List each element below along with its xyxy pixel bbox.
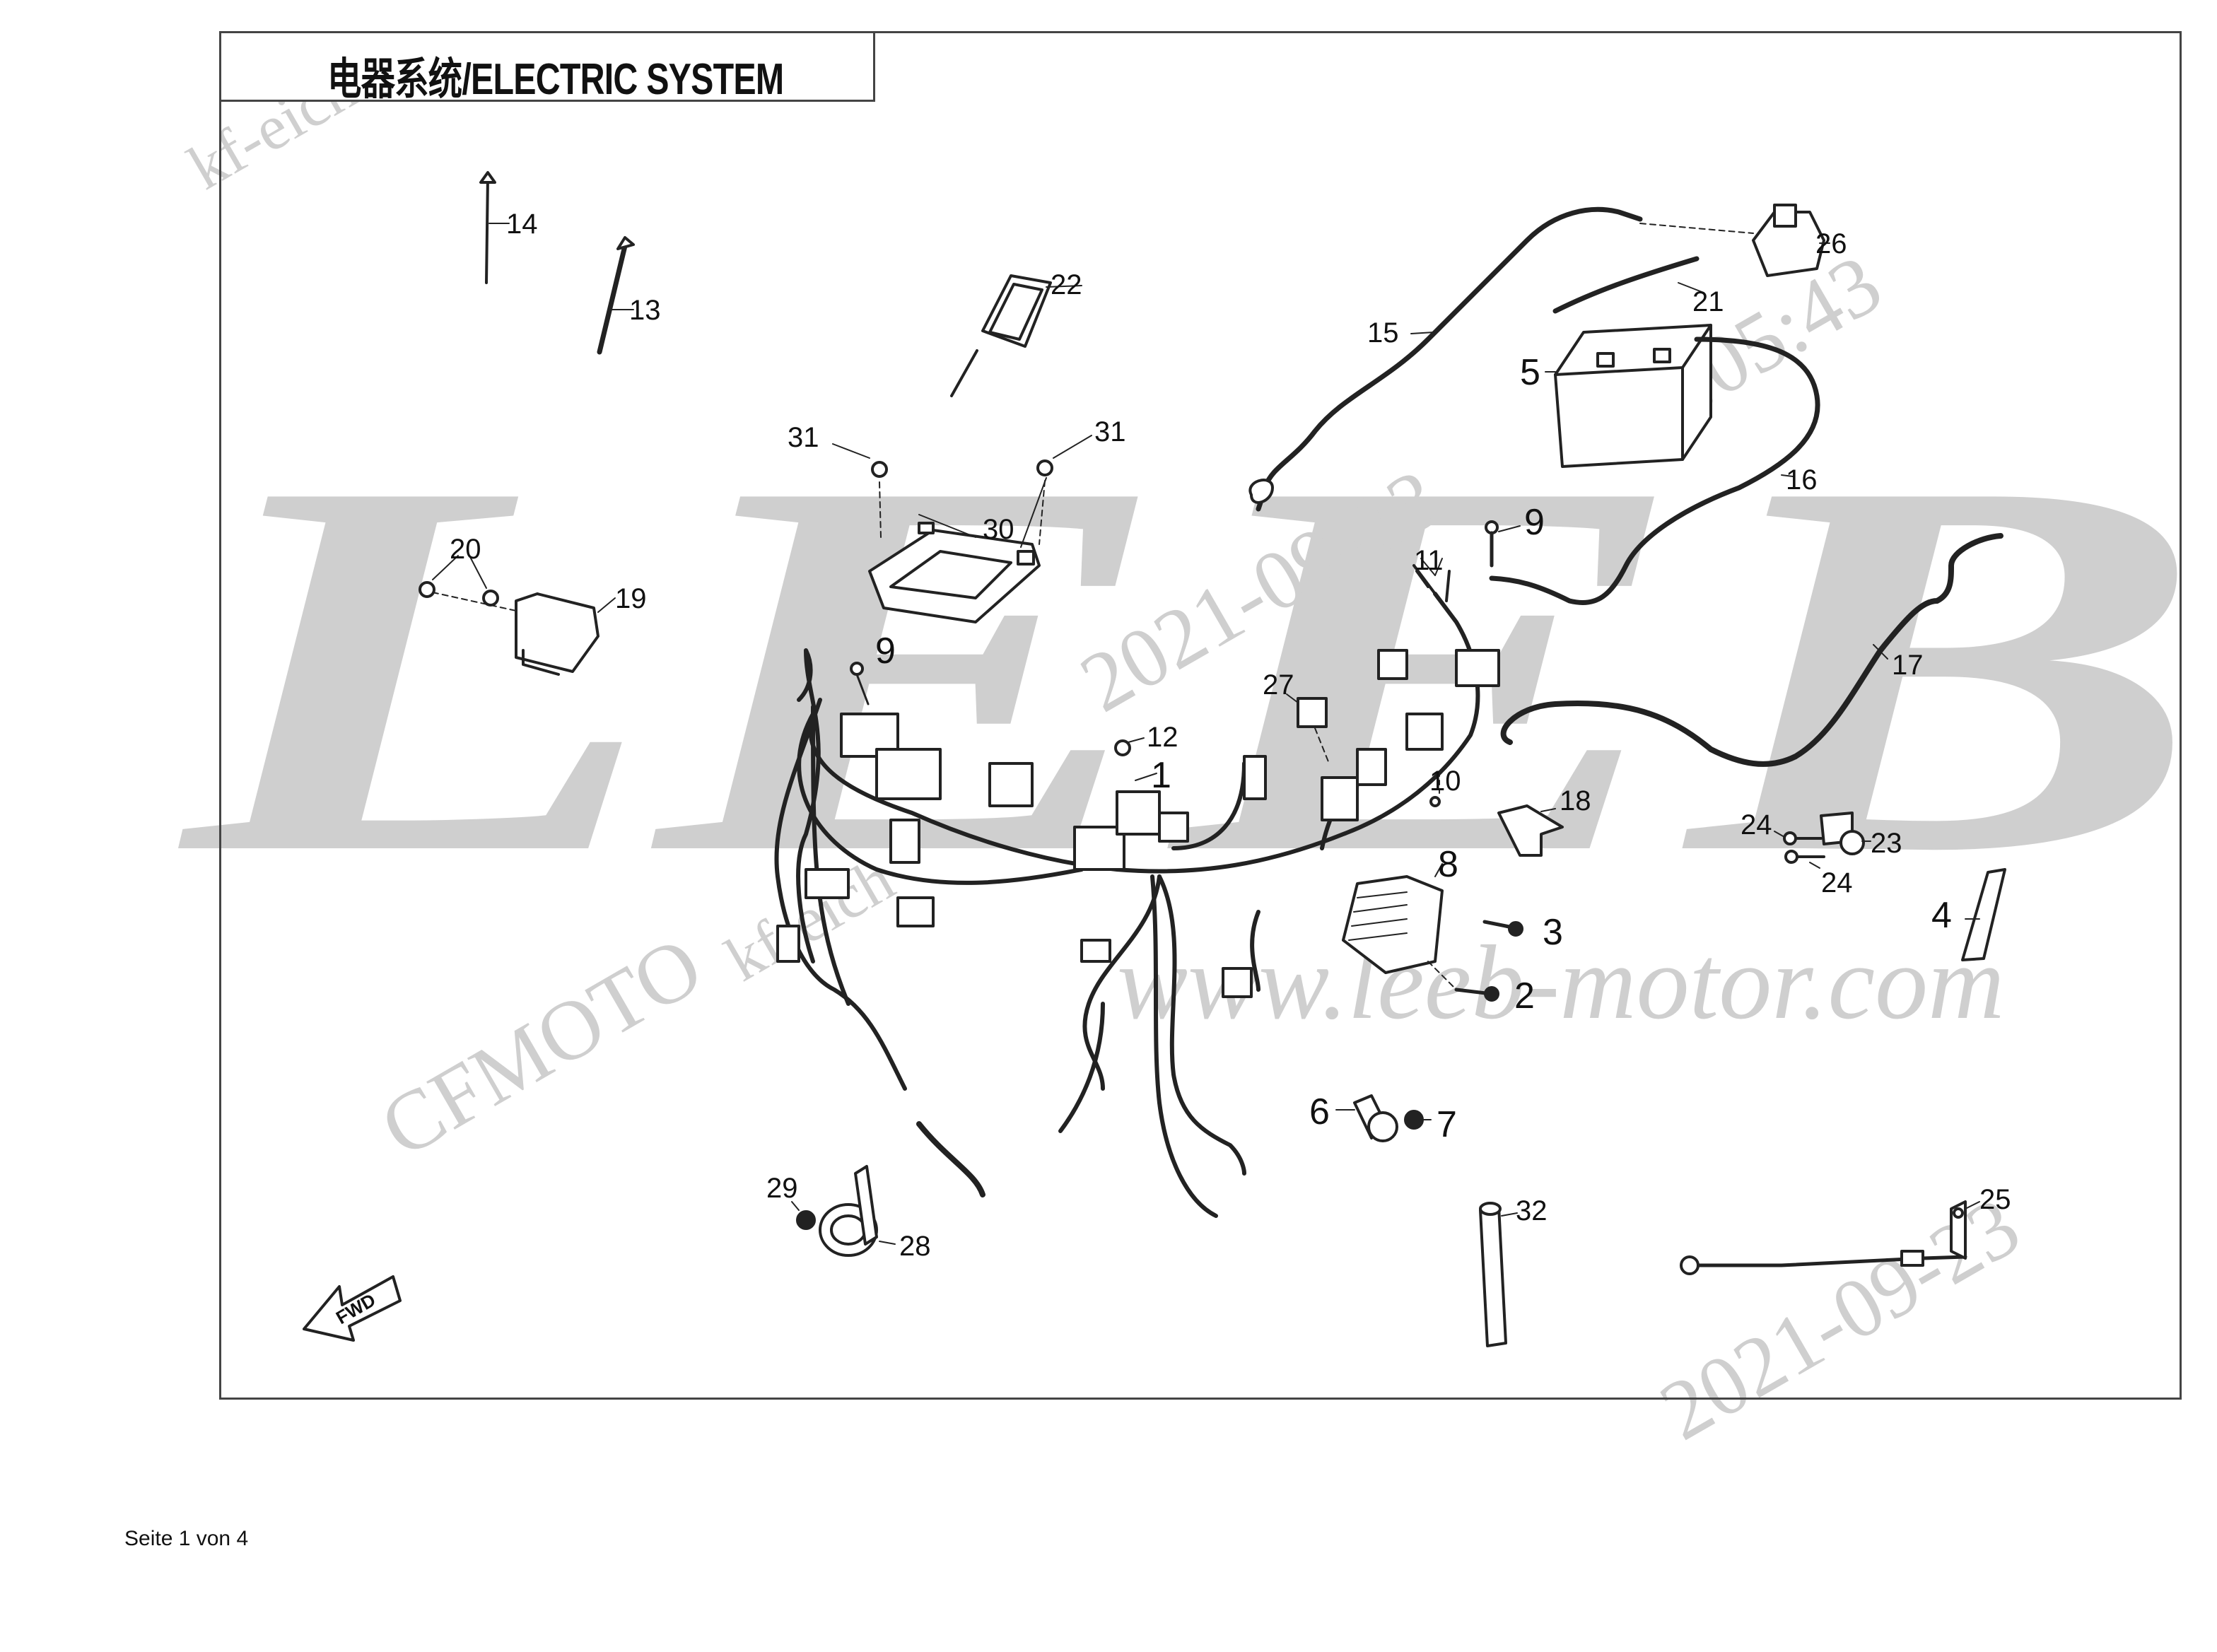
sensor-18 <box>1497 804 1564 857</box>
page-title: 电器系统/ELECTRIC SYSTEM <box>327 55 784 104</box>
callout-31-left: 31 <box>788 422 819 453</box>
callout-24-bottom: 24 <box>1821 867 1853 898</box>
callout-12: 12 <box>1147 722 1178 753</box>
diagram-frame <box>219 31 2182 1400</box>
title-box: 电器系统/ELECTRIC SYSTEM <box>219 31 875 104</box>
callout-5: 5 <box>1520 352 1540 393</box>
callout-17: 17 <box>1892 650 1924 681</box>
callout-23: 23 <box>1871 828 1902 859</box>
callout-15: 15 <box>1367 317 1399 348</box>
sleeve-32 <box>1479 1202 1518 1347</box>
callout-25: 25 <box>1979 1184 2011 1215</box>
cable-17 <box>1500 533 2004 767</box>
callout-13: 13 <box>629 295 661 326</box>
bolt-9-left <box>850 662 870 705</box>
bolt-24 <box>1774 831 1825 869</box>
callout-8: 8 <box>1438 844 1458 885</box>
callout-18: 18 <box>1560 785 1591 816</box>
bolt-9-right <box>1485 520 1521 568</box>
callout-32: 32 <box>1516 1195 1548 1226</box>
callout-24-top: 24 <box>1741 809 1772 840</box>
callout-20: 20 <box>450 534 481 565</box>
website-watermark: www.leeb-motor.com <box>1117 924 2004 1041</box>
callout-9-right: 9 <box>1524 502 1545 543</box>
bolt-2 <box>1427 961 1499 1002</box>
callout-10: 10 <box>1429 766 1461 797</box>
page-footer: Seite 1 von 4 <box>124 1527 249 1550</box>
battery-cable-15 <box>1248 206 1754 512</box>
callout-2: 2 <box>1514 976 1535 1017</box>
callout-1: 1 <box>1151 755 1171 796</box>
clip-11 <box>1415 558 1451 602</box>
ground-cable-25 <box>1680 1200 1980 1275</box>
battery-cable-16 <box>1489 336 1820 606</box>
callout-26: 26 <box>1815 228 1847 259</box>
relay-19 <box>432 592 616 676</box>
nut-7 <box>1404 1110 1432 1130</box>
cable-tie-14 <box>479 171 510 284</box>
callout-9-left: 9 <box>875 631 896 672</box>
callout-28: 28 <box>899 1231 931 1262</box>
horn-28 <box>819 1165 896 1257</box>
callout-11: 11 <box>1414 545 1444 576</box>
main-wire-harness-1 <box>774 564 1500 1218</box>
ecu-30 <box>868 477 1047 623</box>
callout-4: 4 <box>1931 895 1952 936</box>
callout-16: 16 <box>1786 464 1818 496</box>
screw-31-right <box>1036 435 1092 476</box>
callout-31-right: 31 <box>1094 416 1126 447</box>
callout-3: 3 <box>1543 912 1563 953</box>
cable-tie-13 <box>597 236 635 355</box>
control-module-22 <box>950 274 1082 397</box>
nut-20 <box>419 555 499 607</box>
nut-29 <box>791 1201 816 1230</box>
bolt-12 <box>1114 737 1145 756</box>
strap-4 <box>1961 868 2006 961</box>
callout-21: 21 <box>1692 286 1724 317</box>
callout-14: 14 <box>506 209 538 240</box>
callout-19: 19 <box>615 583 647 614</box>
clamp-6 <box>1335 1094 1398 1142</box>
bolt-10 <box>1429 770 1441 807</box>
callout-6: 6 <box>1309 1091 1330 1132</box>
callout-27: 27 <box>1263 669 1294 701</box>
sensor-23 <box>1820 812 1871 855</box>
regulator-8 <box>1342 863 1444 974</box>
callout-29: 29 <box>766 1173 798 1204</box>
callout-30: 30 <box>983 514 1014 545</box>
bolt-3 <box>1482 920 1523 937</box>
forward-arrow <box>303 1275 402 1342</box>
callout-22: 22 <box>1051 269 1082 300</box>
screw-31-left <box>832 443 888 478</box>
cable-21 <box>1552 256 1704 314</box>
battery-5 <box>1545 324 1712 468</box>
callout-7: 7 <box>1437 1104 1457 1145</box>
relay-27 <box>1286 693 1330 764</box>
starter-relay-26 <box>1752 204 1830 277</box>
